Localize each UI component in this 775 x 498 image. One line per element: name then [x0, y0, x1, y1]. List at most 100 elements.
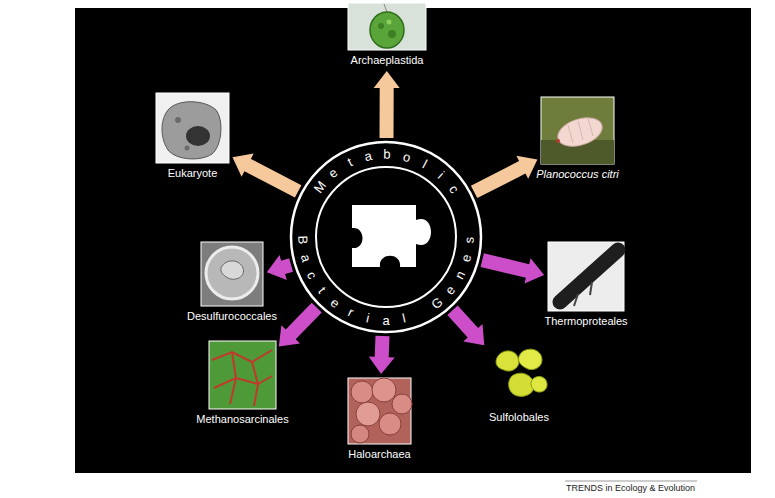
- organism-panel: Methanosarcinales: [209, 341, 276, 426]
- ring-letter: t: [316, 284, 328, 295]
- ring-letter: i: [365, 311, 371, 324]
- ring-letter: o: [402, 149, 412, 163]
- block-arrow: [369, 336, 395, 374]
- image-frame: [156, 93, 229, 163]
- haloarchaea-image: [348, 378, 412, 444]
- outer-ring: [291, 142, 481, 332]
- block-arrow: [447, 306, 484, 346]
- puzzle-piece: [352, 205, 431, 267]
- taxon-label: Eukaryote: [168, 167, 218, 180]
- inner-ring: [316, 167, 456, 307]
- lobed-cell: [496, 351, 519, 371]
- ring-letter: e: [443, 283, 458, 297]
- organism-panel: Eukaryote: [156, 93, 229, 180]
- block-arrow: [374, 71, 400, 138]
- archaeal-cell: [372, 378, 396, 402]
- mealybug-body: [554, 113, 606, 152]
- vesicle: [175, 117, 181, 123]
- block-arrow: [233, 154, 302, 198]
- thermoproteales-image: [548, 242, 624, 311]
- organism-panel: Desulfurococcales: [201, 242, 263, 323]
- taxon-label: Desulfurococcales: [187, 310, 277, 323]
- image-slot: [348, 3, 426, 50]
- image-frame: [548, 242, 624, 311]
- cell-body: [162, 102, 221, 159]
- taxon-label: Thermoproteales: [544, 315, 627, 328]
- ring-letter: n: [452, 269, 467, 281]
- taxon-label: Archaeplastida: [351, 54, 424, 67]
- chloroplast-spot: [387, 20, 392, 25]
- mealybug-head: [556, 139, 560, 143]
- block-arrow: [267, 255, 293, 280]
- appendage: [590, 282, 592, 295]
- archaeal-cell: [356, 402, 380, 426]
- coccus-cell: [206, 247, 258, 299]
- taxon-label: Sulfolobales: [489, 411, 549, 424]
- image-frame: [348, 378, 411, 444]
- ring-letter: e: [328, 295, 342, 310]
- nucleus: [186, 126, 210, 146]
- lobed-cell: [531, 376, 547, 392]
- black-panel: [75, 8, 751, 473]
- block-arrow: [471, 156, 538, 198]
- image-frame: [487, 343, 551, 407]
- body-segment: [588, 118, 593, 136]
- ring-letter: b: [384, 147, 391, 160]
- ring-letter: a: [298, 253, 312, 263]
- desulfurococcales-image: [201, 242, 263, 306]
- organism-panel: Archaeplastida: [348, 3, 426, 67]
- archaeal-cell: [351, 381, 373, 403]
- journal-credit: TRENDS in Ecology & Evolution: [566, 483, 695, 494]
- image-slot: [156, 93, 229, 163]
- organism-panel: Thermoproteales: [548, 242, 624, 328]
- chloroplast-spot: [378, 23, 384, 29]
- lobed-cell: [519, 349, 542, 369]
- image-slot: [487, 343, 551, 407]
- cell-network: [212, 350, 272, 406]
- ring-letter: a: [382, 314, 389, 327]
- taxon-label: Planococcus citri: [536, 168, 619, 181]
- ring-letter: l: [401, 311, 407, 324]
- organism-panel: Sulfolobales: [487, 343, 551, 424]
- taxon-label: Methanosarcinales: [196, 413, 288, 426]
- ring-letter: e: [459, 253, 473, 263]
- ring-letter: i: [436, 169, 447, 181]
- ring-letter: c: [305, 269, 320, 281]
- organism-panel: Planococcus citri: [541, 97, 614, 181]
- ring-letter: B: [296, 235, 309, 244]
- archaeal-cell: [392, 394, 412, 414]
- ring-letter: a: [363, 149, 373, 163]
- image-slot: [201, 242, 263, 306]
- lobed-cell: [509, 373, 535, 396]
- taxon-label: Haloarchaea: [348, 448, 410, 461]
- block-arrow: [481, 253, 544, 283]
- flagellum: [384, 4, 387, 12]
- rod-cell: [560, 250, 618, 302]
- ring-letter: G: [429, 294, 445, 310]
- appendage: [574, 294, 578, 306]
- image-slot: [348, 378, 411, 444]
- ring-letter: s: [462, 236, 475, 243]
- ring-letter: l: [421, 157, 430, 170]
- archaeal-cell: [351, 425, 369, 443]
- hub-circle: MetabolicBacterial Genes: [291, 142, 481, 332]
- image-slot: [548, 242, 624, 311]
- ring-letter: c: [447, 183, 461, 196]
- central-ring: [291, 142, 481, 332]
- image-frame: [201, 242, 263, 306]
- ring-text: Bacterial Genes: [291, 142, 481, 332]
- block-arrow: [279, 303, 322, 347]
- archaeal-cell: [379, 413, 401, 435]
- mealybug-image: [541, 97, 614, 164]
- organism-panel: Haloarchaea: [348, 378, 411, 461]
- body-segment: [578, 121, 583, 140]
- body-segment: [568, 125, 573, 143]
- ring-letter: [417, 305, 426, 318]
- chloroplast-spot: [388, 30, 396, 38]
- algal-cell: [370, 12, 404, 48]
- ring-text: Metabolic: [291, 142, 481, 332]
- ring-letter: M: [311, 179, 328, 195]
- eukaryote-image: [156, 93, 229, 163]
